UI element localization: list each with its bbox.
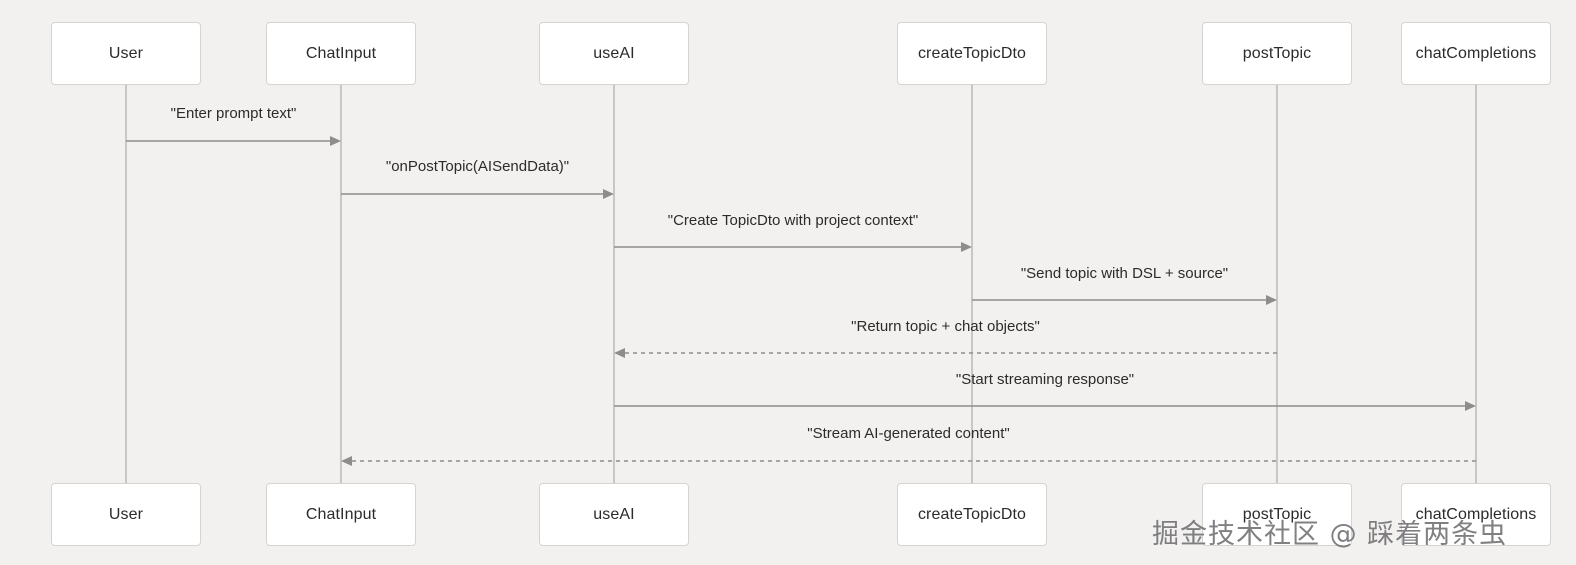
message-label-0: "Enter prompt text" [170,105,297,122]
message-label-4: "Return topic + chat objects" [851,318,1040,335]
participant-box-useai-top[interactable]: useAI [539,22,689,85]
message-arrowhead-1 [603,189,614,199]
participant-label-posttopic-top: postTopic [1242,44,1312,62]
participant-box-useai-bottom[interactable]: useAI [539,483,689,546]
participant-label-chatcompletions-top: chatCompletions [1415,44,1537,62]
message-label-6: "Stream AI-generated content" [807,425,1010,442]
participant-label-createtopicdto-bottom: createTopicDto [917,505,1027,523]
message-arrowhead-4 [614,348,625,358]
participant-label-useai-bottom: useAI [593,505,635,523]
participant-label-chatinput-top: ChatInput [305,44,377,62]
participant-box-user-bottom[interactable]: User [51,483,201,546]
message-label-5: "Start streaming response" [955,371,1135,388]
message-arrowhead-3 [1266,295,1277,305]
participant-box-chatinput-bottom[interactable]: ChatInput [266,483,416,546]
message-label-3: "Send topic with DSL + source" [1020,265,1229,282]
message-arrowhead-6 [341,456,352,466]
participant-label-user-bottom: User [108,505,144,523]
participant-box-posttopic-top[interactable]: postTopic [1202,22,1352,85]
message-label-2: "Create TopicDto with project context" [667,212,919,229]
lifelines-group [125,85,1477,483]
message-arrowhead-2 [961,242,972,252]
participant-box-chatcompletions-bottom[interactable]: chatCompletions [1401,483,1551,546]
participant-label-useai-top: useAI [593,44,635,62]
participant-box-posttopic-bottom[interactable]: postTopic [1202,483,1352,546]
participant-label-chatinput-bottom: ChatInput [305,505,377,523]
participant-box-createtopicdto-bottom[interactable]: createTopicDto [897,483,1047,546]
participant-label-posttopic-bottom: postTopic [1242,505,1312,523]
participant-box-chatcompletions-top[interactable]: chatCompletions [1401,22,1551,85]
participant-box-createtopicdto-top[interactable]: createTopicDto [897,22,1047,85]
message-arrowhead-5 [1465,401,1476,411]
participant-box-user-top[interactable]: User [51,22,201,85]
message-arrowhead-0 [330,136,341,146]
participant-label-createtopicdto-top: createTopicDto [917,44,1027,62]
message-arrows-group [126,136,1476,466]
message-label-1: "onPostTopic(AISendData)" [385,158,570,175]
participant-box-chatinput-top[interactable]: ChatInput [266,22,416,85]
participant-label-chatcompletions-bottom: chatCompletions [1415,505,1537,523]
participant-label-user-top: User [108,44,144,62]
